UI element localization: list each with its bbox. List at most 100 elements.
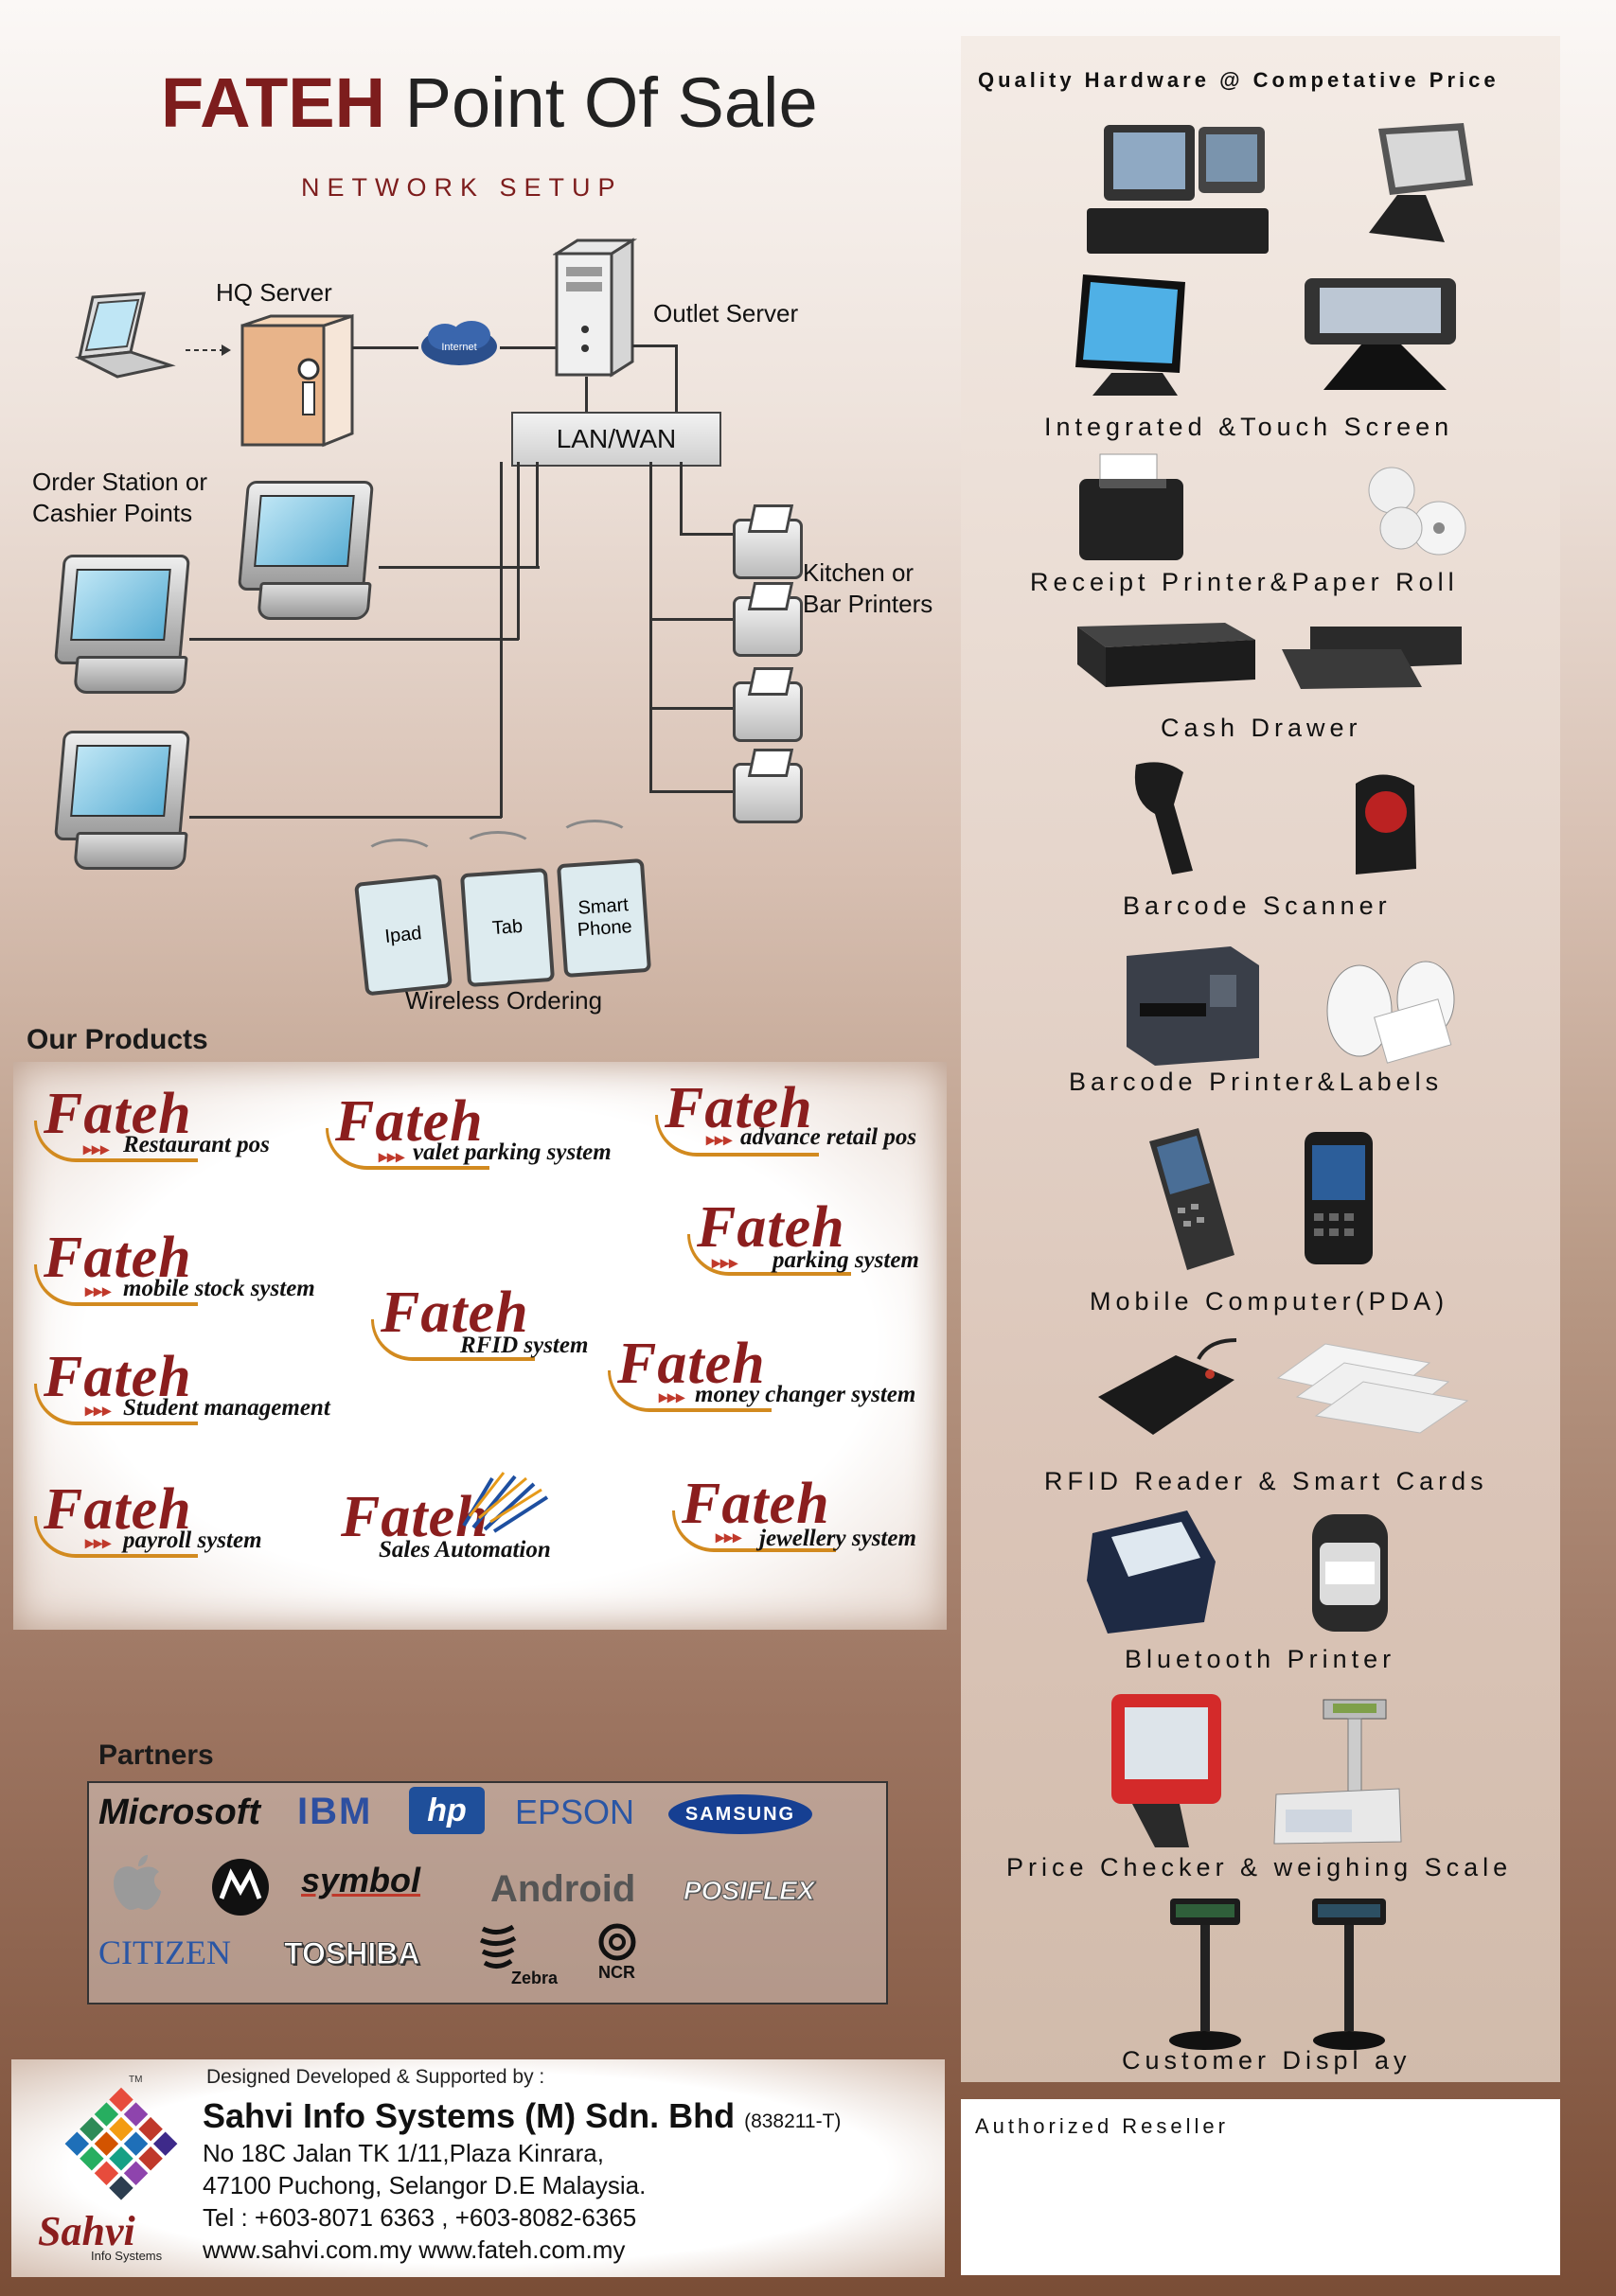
arrow-icon (186, 344, 231, 356)
cash-drawer-icon (1282, 627, 1462, 689)
address-line-2: 47100 Puchong, Selangor D.E Malaysia. (203, 2171, 647, 2199)
category-label: Mobile Computer(PDA) (1090, 1287, 1449, 1316)
product-name: money changer system (695, 1382, 916, 1407)
kitchen-printer-icon (733, 681, 803, 742)
category-label: Barcode Printer&Labels (1069, 1068, 1444, 1096)
products-title: Our Products (27, 1024, 208, 1055)
order-station-label-2: Cashier Points (32, 499, 193, 527)
product-logo: Fateh▸▸▸advance retail pos (655, 1079, 916, 1157)
pos-terminal-icon (1369, 123, 1473, 242)
symbol-logo: symbol (301, 1861, 421, 1899)
brand-name: FATEH (161, 63, 386, 142)
wifi-icon (559, 820, 630, 855)
microsoft-logo: Microsoft (98, 1793, 260, 1832)
samsung-logo: SAMSUNG (668, 1794, 812, 1834)
product-logo: Fateh▸▸▸payroll system (34, 1480, 262, 1558)
product-logo: Fateh▸▸▸Restaurant pos (34, 1085, 270, 1162)
ipad-icon: Ipad (353, 874, 453, 997)
hq-server-icon (240, 313, 354, 448)
title-text: Point Of Sale (385, 63, 818, 142)
posiflex-logo: POSIFLEX (683, 1876, 815, 1906)
barcode-printer-icon (1127, 946, 1259, 1066)
company-name: Sahvi Info Systems (M) Sdn. Bhd (838211-… (203, 2096, 842, 2135)
zebra-logo: Zebra (511, 1969, 559, 1987)
pda-icon (1149, 1128, 1234, 1270)
kitchen-printer-icon (733, 519, 803, 579)
product-name: RFID system (460, 1333, 589, 1358)
partners-title: Partners (98, 1740, 214, 1771)
order-station-label-1: Order Station or (32, 468, 207, 496)
printers-label-1: Kitchen or (803, 558, 915, 587)
product-name: advance retail pos (740, 1124, 917, 1150)
hardware-panel (961, 36, 1560, 2082)
label-roll-icon (1326, 961, 1455, 1064)
wifi-icon (462, 831, 534, 866)
product-name: parking system (772, 1247, 919, 1273)
internet-label: Internet (441, 342, 476, 353)
company-reg: (838211-T) (744, 2111, 842, 2132)
product-logo: Fateh▸▸▸mobile stock system (34, 1228, 315, 1306)
tab-icon: Tab (459, 867, 556, 988)
android-logo: Android (490, 1868, 636, 1910)
product-logo: Fateh▸▸▸jewellery system (672, 1475, 916, 1552)
company-panel (11, 2059, 945, 2277)
address-line-1: No 18C Jalan TK 1/11,Plaza Kinrara, (203, 2139, 604, 2167)
touch-screen-icon (1075, 274, 1185, 396)
barcode-scanner-icon (1134, 762, 1193, 874)
product-name: Student management (123, 1395, 330, 1421)
bluetooth-printer-icon (1312, 1514, 1388, 1632)
pos-terminal-icon (237, 481, 375, 620)
omni-scanner-icon (1356, 774, 1416, 874)
sahvi-logo-text: Sahvi (38, 2208, 135, 2254)
designed-by-label: Designed Developed & Supported by : (206, 2066, 545, 2088)
pos-terminal-icon (1087, 125, 1269, 254)
category-label: Price Checker & weighing Scale (1006, 1853, 1513, 1881)
smart-card-icon (1276, 1343, 1469, 1434)
hq-server-label: HQ Server (216, 278, 332, 307)
pos-terminal-icon (53, 731, 191, 870)
sahvi-logo-icon (64, 2087, 178, 2200)
hardware-title: Quality Hardware @ Competative Price (978, 68, 1500, 92)
category-label: Cash Drawer (1161, 714, 1362, 742)
citizen-logo: CITIZEN (98, 1934, 231, 1971)
ncr-icon (598, 1923, 636, 1961)
bluetooth-printer-icon (1087, 1510, 1216, 1634)
touch-screen-icon (1305, 278, 1456, 390)
category-label: RFID Reader & Smart Cards (1044, 1467, 1488, 1495)
page-title: FATEH Point Of Sale (161, 62, 818, 143)
smart-phone-icon: Smart Phone (556, 857, 652, 979)
wireless-ordering-label: Wireless Ordering (405, 986, 603, 1015)
website-links: www.sahvi.com.my www.fateh.com.my (203, 2235, 626, 2264)
product-logo: Fateh▸▸▸Student management (34, 1348, 330, 1425)
ncr-logo: NCR (598, 1963, 635, 1982)
cash-drawer-icon (1077, 623, 1255, 687)
page-subtitle: NETWORK SETUP (301, 173, 623, 202)
category-label: Barcode Scanner (1123, 892, 1392, 920)
printers-label-2: Bar Printers (803, 590, 933, 618)
category-label: Integrated &Touch Screen (1044, 413, 1454, 441)
category-label: Receipt Printer&Paper Roll (1030, 568, 1459, 596)
zebra-icon (479, 1924, 517, 1969)
product-name: jewellery system (759, 1526, 916, 1551)
product-name: payroll system (123, 1528, 262, 1553)
sunburst-icon (462, 1472, 549, 1533)
hp-logo: hp (409, 1787, 485, 1834)
apple-logo (114, 1855, 161, 1910)
product-name: valet parking system (413, 1139, 612, 1165)
product-logo: Fateh▸▸▸parking system (687, 1198, 919, 1276)
epson-logo: EPSON (515, 1793, 635, 1831)
authorized-reseller-label: Authorized Reseller (975, 2114, 1229, 2138)
rfid-reader-icon (1098, 1338, 1236, 1435)
product-name: Restaurant pos (123, 1132, 270, 1157)
wifi-icon (364, 839, 435, 874)
customer-display-icon (1312, 1899, 1386, 2050)
toshiba-logo: TOSHIBA (283, 1936, 420, 1971)
pos-terminal-icon (53, 555, 191, 694)
product-name: Sales Automation (379, 1537, 551, 1563)
ibm-logo: IBM (297, 1791, 373, 1832)
laptop-icon (74, 291, 176, 379)
reseller-box (961, 2099, 1560, 2275)
kitchen-printer-icon (733, 763, 803, 823)
